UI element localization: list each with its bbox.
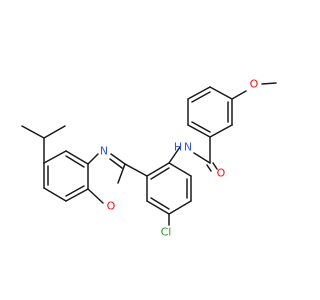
atom-label-chlorine: Cl — [161, 226, 172, 239]
bond — [110, 153, 126, 165]
bond — [212, 162, 218, 170]
bond — [191, 91, 211, 103]
bond — [43, 187, 67, 202]
bond — [206, 164, 212, 172]
bond — [146, 162, 170, 177]
atom-label-oxygen: O — [107, 200, 116, 213]
bond — [21, 125, 45, 139]
bond — [65, 185, 85, 197]
bond — [124, 163, 148, 177]
bond — [168, 162, 192, 177]
atom-label-nitrogen: N — [184, 141, 192, 154]
atom-label-oxygen: O — [250, 78, 259, 91]
bond — [168, 146, 181, 164]
bond — [43, 150, 67, 164]
bond — [261, 82, 277, 85]
atom-label-oxygen: O — [217, 167, 226, 180]
bond — [209, 124, 233, 138]
bond — [191, 121, 211, 133]
bond — [231, 90, 247, 100]
molecule-diagram: O O N H N O Cl — [21, 78, 277, 239]
bond — [109, 158, 123, 169]
bond — [150, 167, 170, 180]
bond — [87, 153, 99, 165]
bond — [187, 124, 211, 138]
bond — [146, 200, 170, 215]
bonds — [21, 82, 277, 226]
bond — [168, 200, 192, 215]
bond — [187, 86, 211, 100]
bond — [150, 197, 170, 210]
atom-label-nitrogen: N — [100, 145, 108, 158]
bond — [65, 188, 89, 202]
atom-label-hydrogen: H — [174, 141, 182, 154]
bond — [65, 150, 89, 165]
bond — [87, 188, 104, 204]
bond — [43, 125, 66, 139]
bond — [193, 152, 211, 164]
bond — [209, 86, 233, 100]
atom-labels: O O N H N O Cl — [100, 78, 259, 239]
bond — [117, 163, 126, 184]
structure-svg: O O N H N O Cl — [21, 78, 277, 239]
bond — [65, 155, 85, 168]
